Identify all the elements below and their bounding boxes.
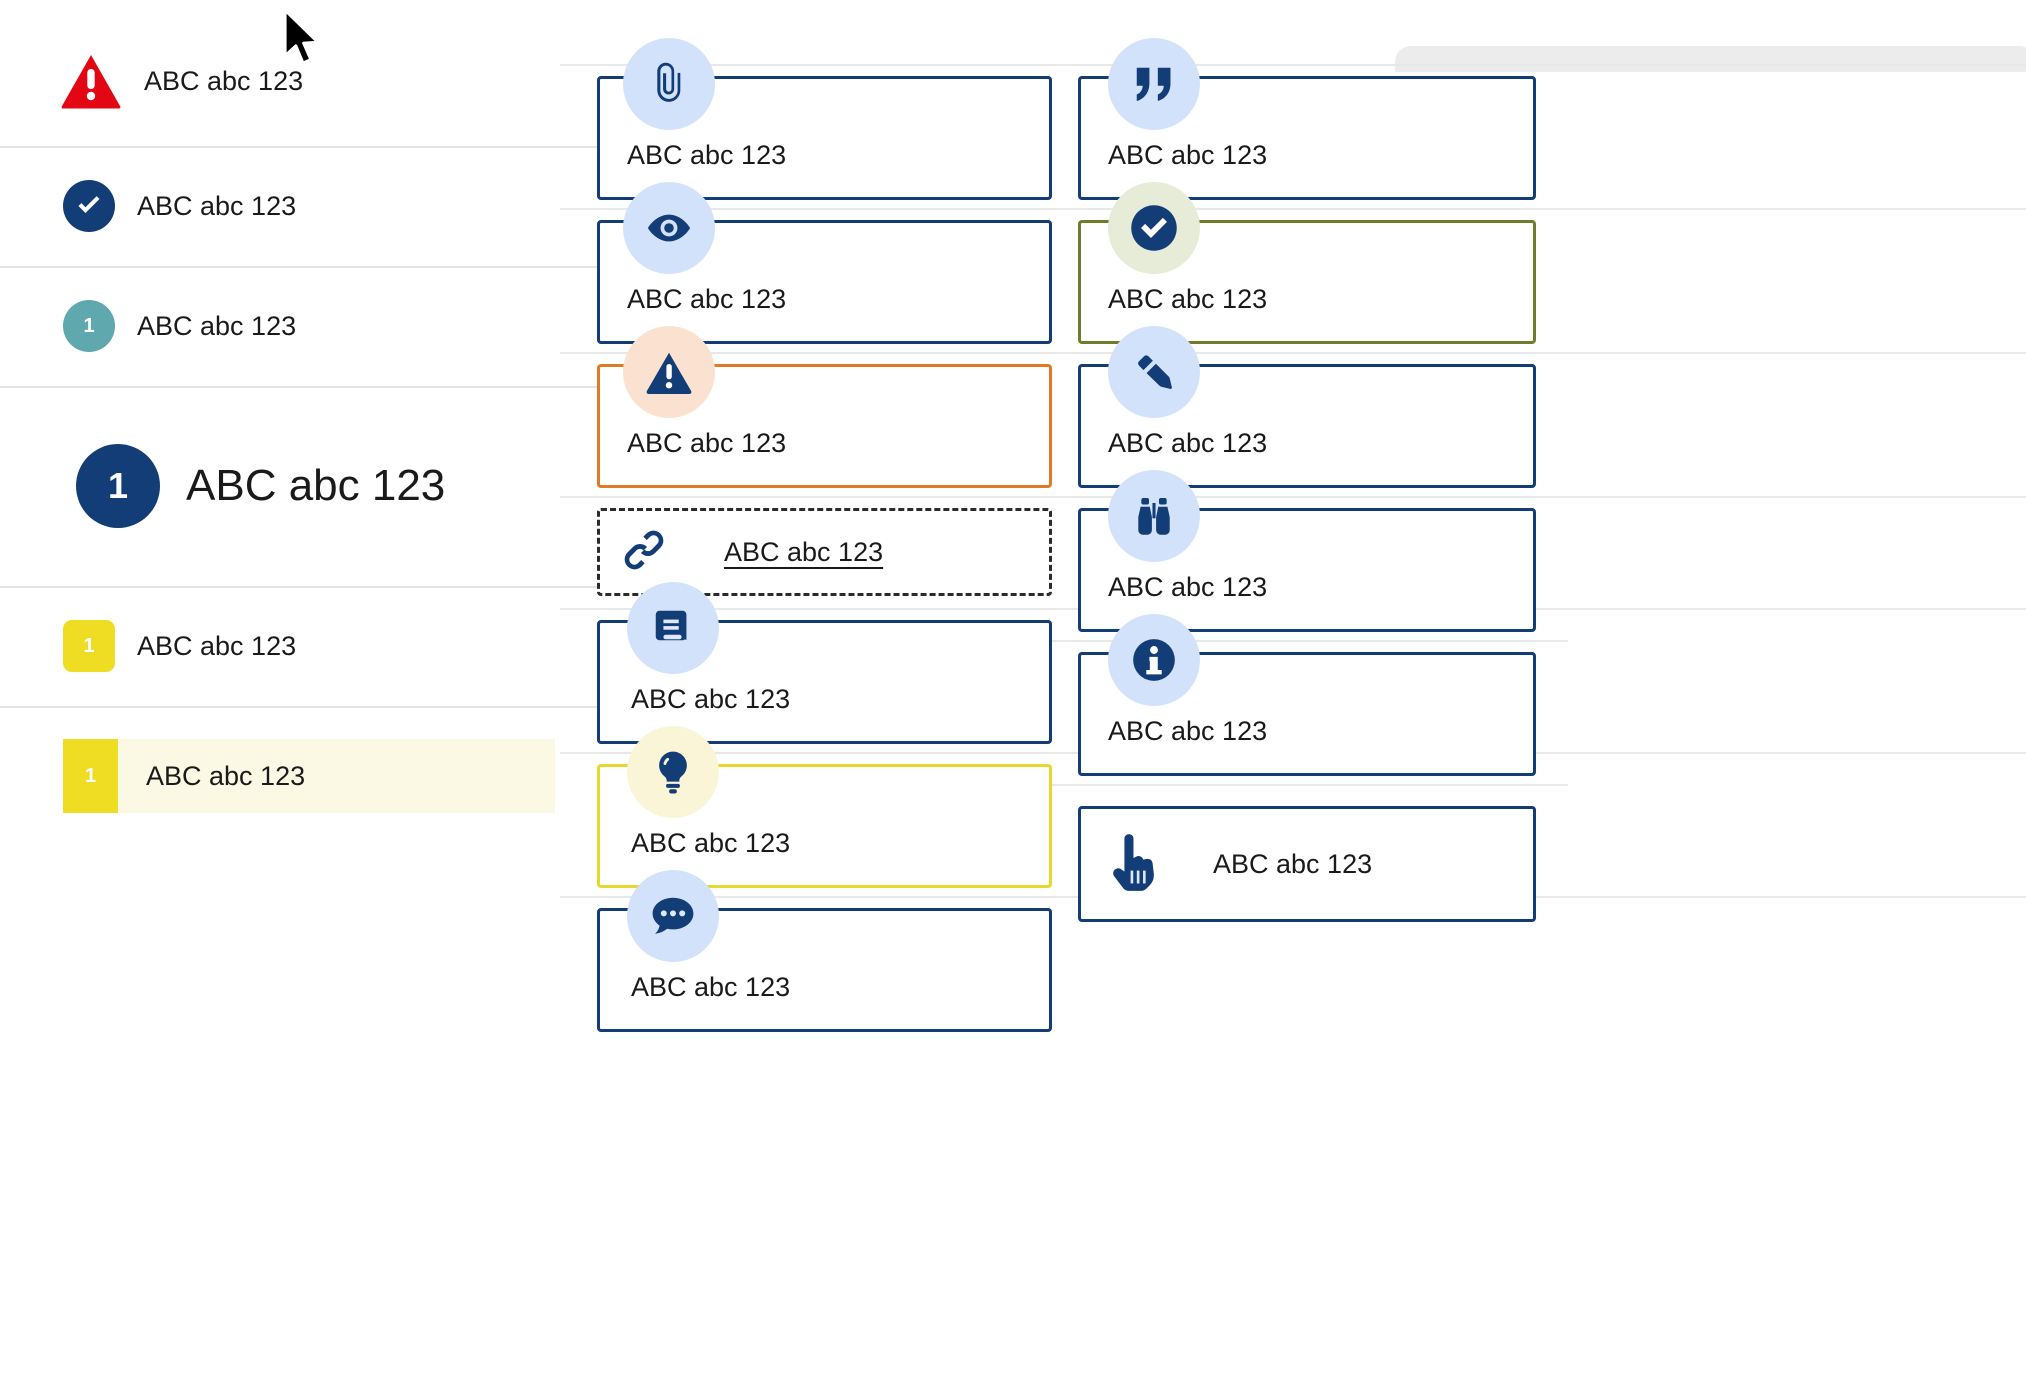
card-label: ABC abc 123 (1108, 572, 1268, 602)
card-label: ABC abc 123 (1108, 716, 1268, 746)
eye-icon (623, 182, 715, 274)
left-column: ABC abc 123 ABC abc 123 1 ABC abc 123 (0, 0, 760, 1392)
row-separator (0, 706, 755, 708)
alert-triangle-icon (623, 326, 715, 418)
badge-number: 1 (83, 634, 95, 657)
badge-number: 1 (83, 314, 95, 337)
card-separator (1048, 352, 1568, 354)
row-separator (0, 266, 755, 268)
number-badge-icon: 1 (63, 739, 118, 813)
mouse-cursor (281, 8, 325, 73)
card-label: ABC abc 123 (1108, 140, 1268, 170)
row-separator (0, 386, 755, 388)
chat-bubble-icon (627, 870, 719, 962)
list-item-alert[interactable]: ABC abc 123 (0, 16, 760, 146)
pencil-icon (1108, 326, 1200, 418)
scrolled-panel-edge (1395, 46, 2026, 72)
badge-number: 1 (84, 764, 97, 787)
card-info[interactable]: ABC abc 123 (1078, 652, 1536, 776)
alert-triangle-icon (60, 53, 122, 109)
check-circle-icon (63, 180, 115, 232)
quotation-mark-icon (1108, 38, 1200, 130)
list-item-step-teal[interactable]: 1 ABC abc 123 (0, 266, 760, 386)
number-badge-icon: 1 (63, 300, 115, 352)
card-separator (1048, 784, 1568, 786)
card-link[interactable]: ABC abc 123 (597, 508, 1052, 596)
row-separator (0, 586, 755, 588)
list-item-step-yellow[interactable]: 1 ABC abc 123 (0, 586, 760, 706)
check-circle-icon (1108, 182, 1200, 274)
panel-top-white (1395, 0, 2026, 50)
list-item-step-large[interactable]: 1 ABC abc 123 (0, 386, 760, 586)
card-separator (1048, 64, 1568, 66)
card-label: ABC abc 123 (631, 828, 791, 858)
card-label: ABC abc 123 (627, 428, 787, 458)
row-separator (0, 146, 755, 148)
card-separator (1048, 496, 1568, 498)
card-label: ABC abc 123 (1108, 428, 1268, 458)
lightbulb-icon (627, 726, 719, 818)
card-label: ABC abc 123 (631, 684, 791, 714)
card-separator (1048, 640, 1568, 642)
card-link-label[interactable]: ABC abc 123 (724, 536, 884, 567)
list-item-check[interactable]: ABC abc 123 (0, 146, 760, 266)
badge-number: 1 (107, 465, 129, 506)
card-quote[interactable]: ABC abc 123 (1078, 76, 1536, 200)
info-circle-icon (1108, 614, 1200, 706)
list-item-label: ABC abc 123 (144, 65, 304, 96)
card-label: ABC abc 123 (1108, 284, 1268, 314)
card-action[interactable]: ABC abc 123 (1078, 806, 1536, 922)
list-item-label: ABC abc 123 (186, 461, 446, 510)
list-item-label: ABC abc 123 (137, 310, 297, 341)
book-icon (627, 582, 719, 674)
list-item-label: ABC abc 123 (146, 760, 306, 791)
paperclip-icon (623, 38, 715, 130)
card-reference[interactable]: ABC abc 123 (597, 620, 1052, 744)
number-badge-icon: 1 (63, 620, 115, 672)
number-badge-icon: 1 (76, 444, 160, 528)
list-item-label: ABC abc 123 (137, 630, 297, 661)
card-separator (1048, 208, 1568, 210)
card-label: ABC abc 123 (627, 284, 787, 314)
active-row-highlight (63, 739, 555, 813)
card-label: ABC abc 123 (631, 972, 791, 1002)
binoculars-icon (1108, 470, 1200, 562)
card-action-label: ABC abc 123 (1213, 848, 1373, 879)
pointing-hand-icon (1105, 831, 1161, 898)
card-label: ABC abc 123 (627, 140, 787, 170)
list-item-step-active[interactable]: 1 ABC abc 123 (0, 706, 760, 846)
list-item-label: ABC abc 123 (137, 190, 297, 221)
chain-link-icon (618, 524, 670, 581)
